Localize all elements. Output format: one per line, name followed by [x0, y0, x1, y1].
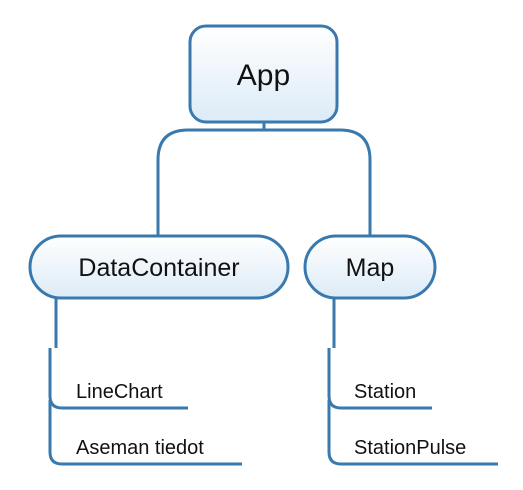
leaf-linechart: LineChart: [76, 381, 163, 403]
connector-app-to-datacontainer: [156, 122, 266, 236]
connector-stationpulse: [327, 400, 498, 466]
connector-aseman-tiedot: [48, 400, 242, 466]
node-app: App: [188, 24, 339, 124]
node-map-label: Map: [346, 254, 395, 282]
leaf-aseman-tiedot: Aseman tiedot: [76, 437, 204, 459]
leaf-station: Station: [354, 381, 416, 403]
node-datacontainer-label: DataContainer: [78, 254, 239, 282]
connector-linechart: [48, 348, 188, 410]
node-app-label: App: [237, 59, 290, 92]
connector-station: [327, 348, 432, 410]
leaf-stationpulse: StationPulse: [354, 437, 466, 459]
node-datacontainer: DataContainer: [28, 234, 290, 300]
node-map: Map: [303, 234, 437, 300]
connector-app-to-map: [264, 128, 372, 236]
